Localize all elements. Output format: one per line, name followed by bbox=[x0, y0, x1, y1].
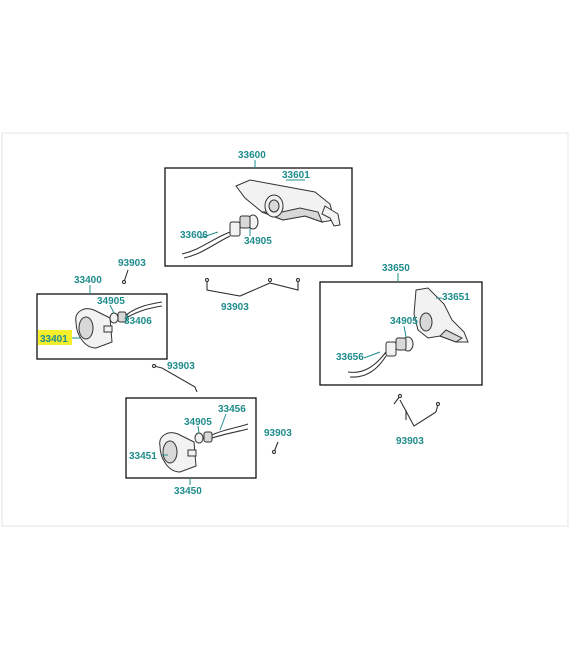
screw-93903-left-top[interactable] bbox=[121, 269, 129, 285]
socket-wire-33406[interactable] bbox=[117, 301, 163, 323]
assembly-box-33400 bbox=[36, 293, 168, 360]
callout-93903-bottom[interactable]: 93903 bbox=[264, 428, 292, 439]
screw-93903-bottom[interactable] bbox=[271, 441, 279, 455]
bulb-34905-top[interactable] bbox=[239, 214, 259, 230]
bulb-34905-bottom[interactable] bbox=[194, 432, 204, 444]
callout-93903-top[interactable]: 93903 bbox=[221, 302, 249, 313]
callout-33650[interactable]: 33650 bbox=[382, 263, 410, 274]
callout-33656[interactable]: 33656 bbox=[336, 352, 364, 363]
leader-34905-left bbox=[109, 304, 115, 314]
assembly-33600: 33600 33601 34905 33606 bbox=[164, 150, 353, 267]
callout-93903-mid[interactable]: 93903 bbox=[167, 361, 195, 372]
callout-33406[interactable]: 33406 bbox=[124, 316, 152, 327]
callout-33400[interactable]: 33400 bbox=[74, 275, 102, 286]
turn-signal-lamp-33401[interactable] bbox=[75, 308, 113, 349]
leader-33456 bbox=[219, 413, 227, 431]
bulb-34905-right[interactable] bbox=[395, 336, 414, 352]
assembly-33400: 33400 33401 34905 33406 bbox=[36, 275, 168, 360]
leader-34905-right bbox=[403, 325, 407, 338]
assembly-33650: 33650 33651 34905 33656 bbox=[319, 263, 483, 386]
callout-33456[interactable]: 33456 bbox=[218, 404, 246, 415]
callout-33450[interactable]: 33450 bbox=[174, 486, 202, 497]
highlight-33401 bbox=[38, 330, 72, 345]
screws-93903-right[interactable] bbox=[393, 393, 441, 427]
callout-33451[interactable]: 33451 bbox=[129, 451, 157, 462]
headlight-housing-33601[interactable] bbox=[235, 179, 341, 227]
assembly-box-33650 bbox=[319, 281, 483, 386]
callout-33601[interactable]: 33601 bbox=[282, 170, 310, 181]
callout-34905-left[interactable]: 34905 bbox=[97, 296, 125, 307]
tail-light-housing-33651[interactable] bbox=[413, 287, 469, 343]
assembly-box-33600 bbox=[164, 167, 353, 267]
page-frame bbox=[1, 132, 569, 527]
callout-93903-right[interactable]: 93903 bbox=[396, 436, 424, 447]
socket-wire-33656[interactable] bbox=[347, 341, 397, 378]
callout-33600[interactable]: 33600 bbox=[238, 150, 266, 161]
bulb-34905-left[interactable] bbox=[109, 312, 119, 324]
leader-34905-bottom bbox=[197, 425, 200, 434]
callout-33606[interactable]: 33606 bbox=[180, 230, 208, 241]
callout-33401[interactable]: 33401 bbox=[40, 334, 68, 345]
callout-93903-left[interactable]: 93903 bbox=[118, 258, 146, 269]
socket-wire-33456[interactable] bbox=[203, 423, 249, 443]
leader-33656 bbox=[363, 351, 381, 359]
screws-93903-top[interactable] bbox=[204, 277, 301, 297]
leader-33406 bbox=[125, 313, 129, 323]
callout-34905-right[interactable]: 34905 bbox=[390, 316, 418, 327]
screw-93903-left-mid[interactable] bbox=[151, 363, 198, 393]
assembly-box-33450 bbox=[125, 397, 257, 479]
turn-signal-lamp-33451[interactable] bbox=[159, 432, 197, 473]
socket-wire-33606[interactable] bbox=[181, 221, 241, 259]
assembly-33450: 33450 33451 34905 33456 bbox=[125, 397, 257, 497]
callout-34905-top[interactable]: 34905 bbox=[244, 236, 272, 247]
leader-33606 bbox=[199, 231, 219, 239]
callout-33651[interactable]: 33651 bbox=[442, 292, 470, 303]
callout-34905-bottom[interactable]: 34905 bbox=[184, 417, 212, 428]
